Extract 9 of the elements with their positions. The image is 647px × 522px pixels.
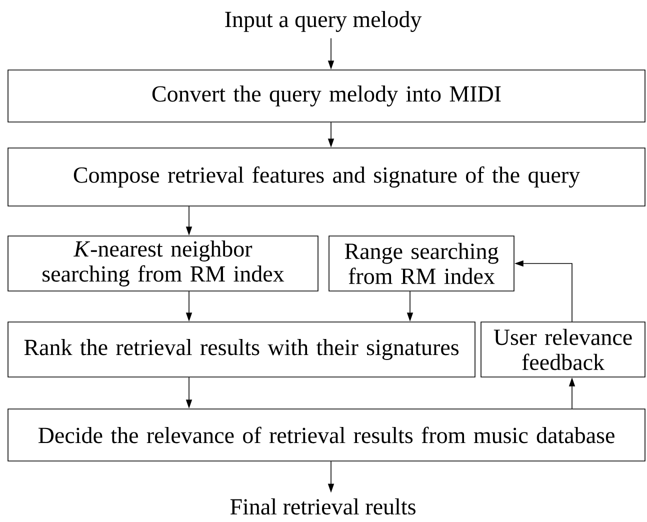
process-box: Convert the query melody into MIDI xyxy=(8,70,646,122)
process-box: Decide the relevance of retrieval results from music database xyxy=(8,408,646,462)
process-box: K-nearest neighbor searching from RM index xyxy=(8,236,318,292)
process-box: User relevance feedback xyxy=(480,322,646,378)
process-box: Compose retrieval features and signature of the query xyxy=(8,148,646,206)
flow-text: Final retrieval reults xyxy=(230,498,416,515)
process-box: Range searching from RM index xyxy=(328,236,514,292)
process-box: Rank the retrieval results with their signatures xyxy=(8,322,476,378)
flow-text: Input a query melody xyxy=(225,11,422,32)
